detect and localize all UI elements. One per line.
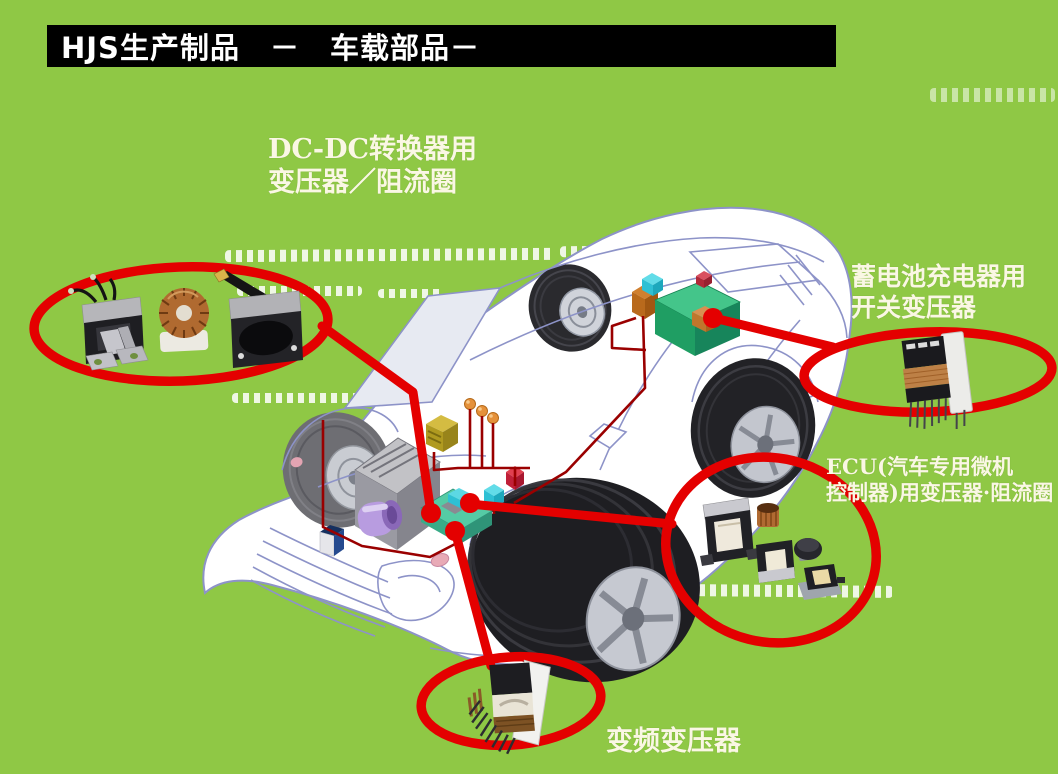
fog-lamp (430, 553, 450, 567)
callout-line-inverter (450, 526, 496, 671)
inverter-transformer-photo (467, 659, 551, 755)
battery-charger-transformer-photo (901, 331, 973, 429)
dcdc-choke-coil-photo (159, 288, 209, 353)
label-line: 开关变压器 (851, 292, 977, 322)
cyan-cube-trunk (642, 273, 663, 296)
navy-box-component (319, 525, 344, 557)
callout-dots (421, 308, 723, 541)
label-ecu-transformer: ECU(汽车专用微机 控制器)用变压器·阻流圈 (826, 454, 1053, 505)
wiring-harness (321, 315, 647, 559)
label-line: 控制器)用变压器·阻流圈 (826, 479, 1054, 505)
label-line: 变频变压器 (606, 726, 741, 757)
spark-plug-coils (464, 398, 499, 424)
title-bar: HJS生产制品 － 车载部品－ (47, 25, 836, 67)
windshield (343, 287, 502, 409)
ecu-transformer-small-photo (798, 564, 845, 600)
label-line: DC-DC转换器用 (268, 134, 478, 165)
scribble-artifact (930, 88, 1055, 102)
inverter-callout-ellipse (416, 651, 606, 751)
ecu-callout-ellipse (661, 452, 881, 648)
slide-title: HJS生产制品 － 车载部品－ (61, 31, 480, 65)
callout-line-dcdc (317, 321, 436, 518)
side-mirror (588, 423, 628, 450)
callout-ellipses (29, 262, 1057, 751)
ecu-inductor-photo (794, 538, 822, 561)
ecu-coil-photo (757, 503, 779, 527)
ecu-components-photo (700, 497, 845, 600)
dcdc-transformer-photo (68, 274, 149, 371)
dcdc-transformer2-photo (213, 268, 303, 368)
callout-line-battery (709, 313, 838, 352)
yellow-relay-box (426, 415, 458, 452)
dcdc-callout-ellipse (29, 262, 333, 386)
label-line: 变压器／阻流圈 (268, 166, 457, 198)
label-dcdc-transformer: DC-DC转换器用 变压器／阻流圈 (268, 134, 477, 200)
scribble-artifact (232, 393, 362, 403)
label-line: 蓄电池充电器用 (851, 262, 1027, 291)
scribble-artifact (378, 289, 443, 298)
purple-cylinder-component (357, 500, 403, 537)
ecu-transformer-large-photo (700, 497, 760, 566)
red-module-shelf (696, 271, 712, 288)
dcdc-components-photo (68, 268, 303, 371)
callout-line-ecu (465, 499, 677, 529)
label-battery-charger-transformer: 蓄电池充电器用 开关变压器 (851, 262, 1026, 323)
ecu-transformer-medium-photo (756, 540, 795, 583)
label-line: ECU(汽车专用微机 (826, 454, 1013, 479)
callout-lines (317, 313, 838, 671)
battery-callout-ellipse (799, 327, 1057, 417)
label-inverter-transformer: 变频变压器 (606, 726, 741, 759)
